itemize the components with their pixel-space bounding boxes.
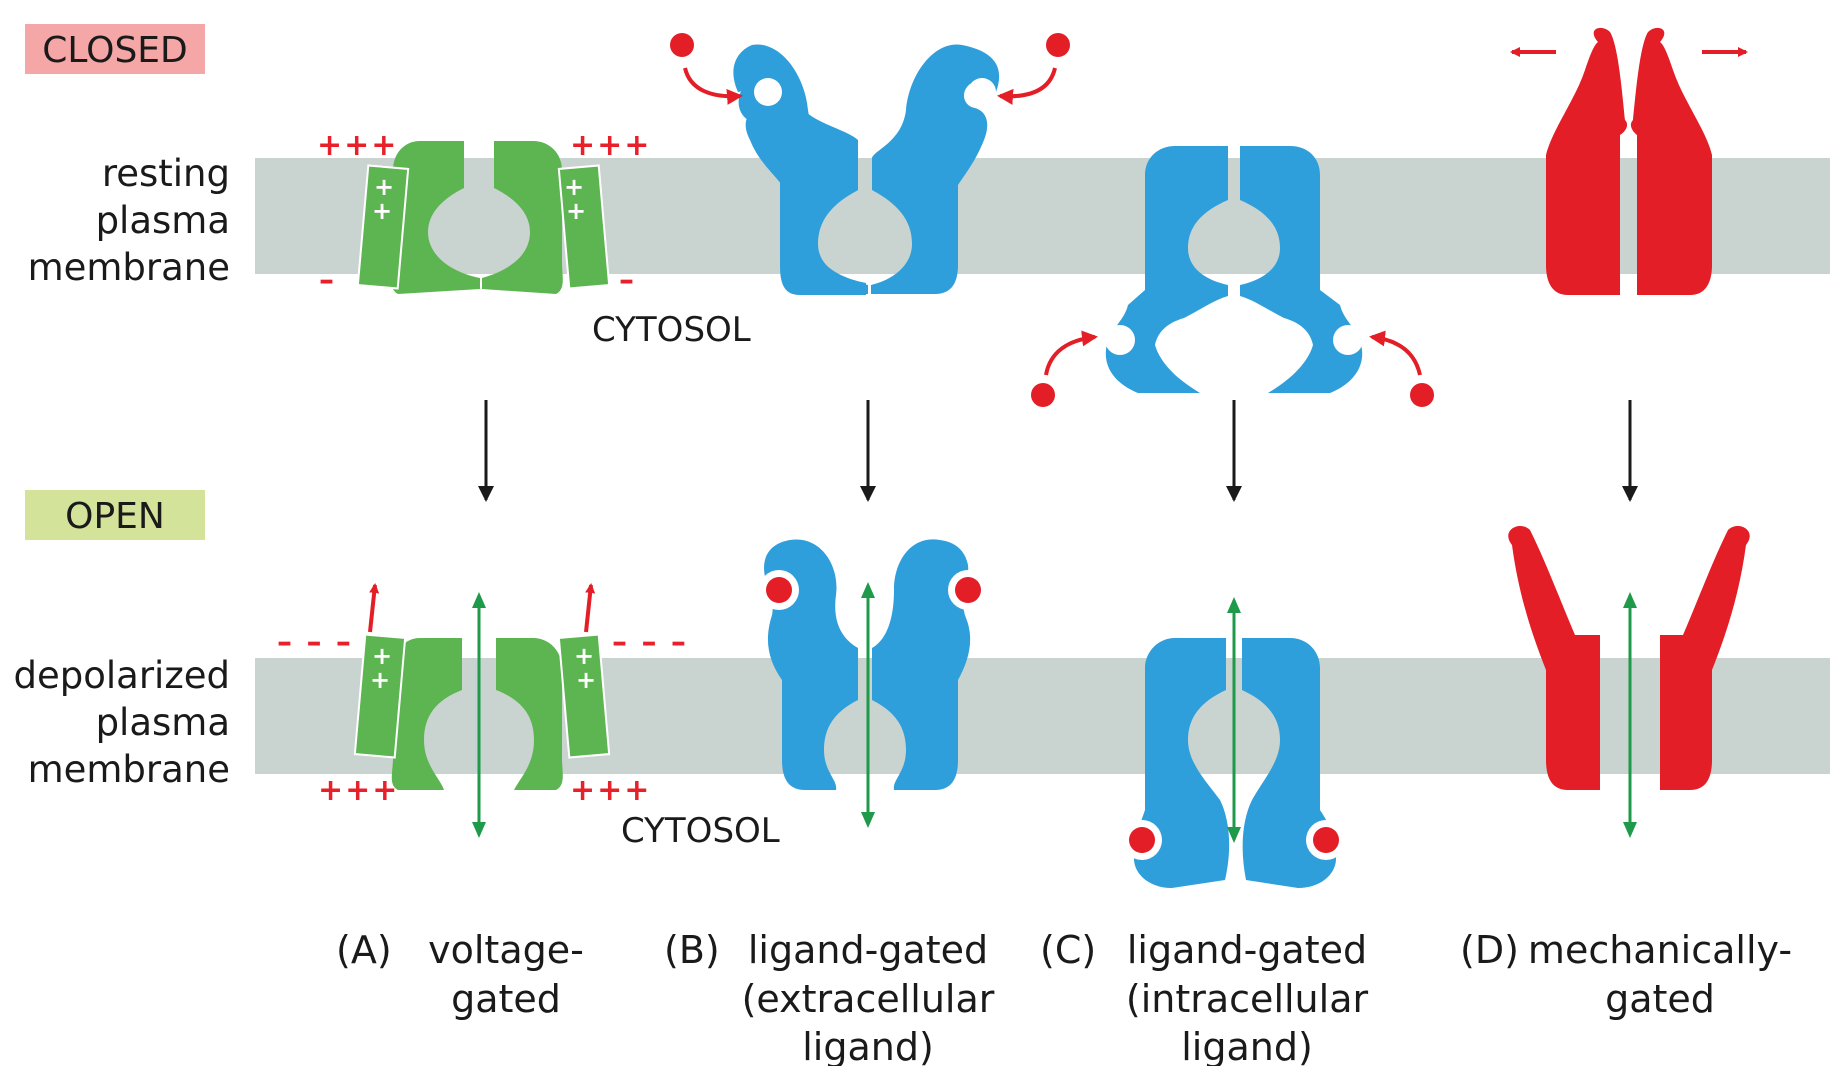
ligand-intracellular-channel-closed <box>1105 146 1363 393</box>
ligand-dot <box>1046 33 1070 57</box>
caption-c-line-2: (intracellular <box>1126 977 1369 1021</box>
caption-d-line-1: mechanically- <box>1528 928 1792 972</box>
ligand-dot <box>1410 383 1434 407</box>
closed-label: CLOSED <box>42 30 188 71</box>
caption-a-letter: (A) <box>336 928 392 972</box>
ligand-binding-arrow <box>1044 330 1098 376</box>
caption-b-line-3: ligand) <box>802 1025 934 1066</box>
cytosol-label-top: CYTOSOL <box>592 310 751 350</box>
open-badge: OPEN <box>25 490 205 540</box>
ligand-extracellular-closed-halves <box>733 44 1000 294</box>
sensor-plus: + <box>576 666 596 694</box>
outer-charge-right: +++ <box>570 128 651 163</box>
bound-ligand-dot <box>1313 827 1339 853</box>
caption-b: (B) ligand-gated (extracellular ligand) <box>664 928 995 1066</box>
ligand-intracellular-channel-open <box>1122 597 1346 888</box>
sensor-plus: + <box>372 197 392 225</box>
ligand-binding-arrow <box>997 67 1057 105</box>
ligand-binding-arrow <box>1369 330 1422 376</box>
caption-d: (D) mechanically- gated <box>1460 928 1792 1021</box>
depolarized-line-1: depolarized <box>14 654 231 697</box>
voltage-channel-closed: + + + + +++ +++ – – <box>317 128 651 298</box>
sensor-plus: + <box>566 197 586 225</box>
voltage-sensor-left-open: + + <box>353 633 407 759</box>
caption-c-letter: (C) <box>1040 928 1096 972</box>
caption-a-line-1: voltage- <box>428 928 584 972</box>
outer-charge-right-open: – – – <box>612 625 688 660</box>
caption-b-line-1: ligand-gated <box>748 928 988 972</box>
caption-b-line-2: (extracellular <box>742 977 995 1021</box>
depolarized-line-3: membrane <box>28 748 230 791</box>
bound-ligand-dot <box>955 577 981 603</box>
outer-charge-left-open: – – – <box>277 625 353 660</box>
resting-membrane-label: resting plasma membrane <box>28 152 230 289</box>
caption-b-letter: (B) <box>664 928 720 972</box>
resting-line-2: plasma <box>96 199 230 242</box>
voltage-sensor-left: + + <box>356 164 410 290</box>
resting-line-3: membrane <box>28 246 230 289</box>
depolarized-line-2: plasma <box>96 701 230 744</box>
sensor-plus: + <box>564 173 584 201</box>
closed-badge: CLOSED <box>25 24 205 74</box>
ligand-extracellular-channel-open <box>759 539 988 828</box>
voltage-channel-open: + + + + – – – – – – +++ +++ <box>277 583 688 838</box>
ligand-dot <box>1031 383 1055 407</box>
open-label: OPEN <box>65 496 165 537</box>
sensor-plus: + <box>370 666 390 694</box>
mechanical-channel-closed <box>1546 27 1712 295</box>
caption-c: (C) ligand-gated (intracellular ligand) <box>1040 928 1368 1066</box>
ligand-binding-arrow <box>683 67 743 105</box>
sensor-plus: + <box>574 642 594 670</box>
caption-d-letter: (D) <box>1460 928 1519 972</box>
resting-line-1: resting <box>102 152 230 195</box>
caption-c-line-1: ligand-gated <box>1127 928 1367 972</box>
caption-a-line-2: gated <box>451 977 561 1021</box>
depolarized-membrane-label: depolarized plasma membrane <box>14 654 231 791</box>
caption-d-line-2: gated <box>1605 977 1715 1021</box>
voltage-sensor-right: + + <box>557 164 611 290</box>
caption-c-line-3: ligand) <box>1181 1025 1313 1066</box>
cytosol-label-bottom: CYTOSOL <box>621 811 780 851</box>
bound-ligand-dot <box>766 577 792 603</box>
inner-charge-right-open: +++ <box>570 773 651 808</box>
sensor-move-arrow-left <box>368 583 380 633</box>
inner-charge-left: – <box>319 263 336 298</box>
ligand-dot <box>670 33 694 57</box>
sensor-plus: + <box>374 173 394 201</box>
outer-charge-left: +++ <box>317 128 398 163</box>
inner-charge-left-open: +++ <box>318 773 399 808</box>
bound-ligand-dot <box>1129 827 1155 853</box>
sensor-plus: + <box>372 642 392 670</box>
caption-a: (A) voltage- gated <box>336 928 584 1021</box>
sensor-move-arrow-right <box>584 583 596 633</box>
mechanical-channel-open <box>1508 525 1750 838</box>
inner-charge-right: – <box>619 263 636 298</box>
voltage-sensor-right-open: + + <box>557 633 611 759</box>
